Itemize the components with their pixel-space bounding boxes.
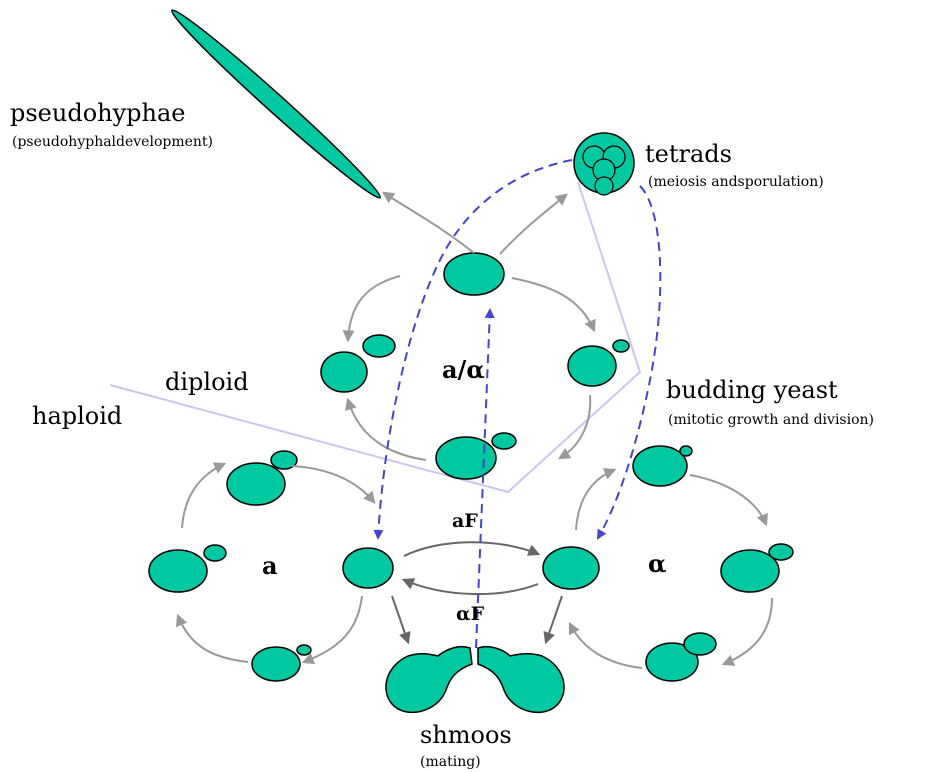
- mating-type-alpha-label: α: [648, 549, 666, 578]
- diploid-type-label: a/α: [442, 355, 485, 384]
- tetrads-sublabel: (meiosis andsporulation): [648, 174, 824, 190]
- haploid-a-cycle-arrows: [175, 462, 376, 665]
- haploid-label: haploid: [32, 402, 122, 430]
- tetrads-label: tetrads: [645, 140, 732, 168]
- pseudohyphae-label: pseudohyphae: [10, 99, 186, 127]
- ploidy-boundary-line: [109, 181, 642, 494]
- a-factor-label: aF: [452, 510, 478, 532]
- haploid-alpha-cell-right: [720, 543, 794, 593]
- shmoo-left: [385, 645, 473, 714]
- diploid-cell-right-budding: [567, 339, 630, 387]
- budding-yeast-label: budding yeast: [666, 376, 838, 404]
- transition-arrows: [373, 159, 662, 649]
- shmoos-sublabel: (mating): [420, 754, 481, 770]
- haploid-a-cell-bottom: [251, 644, 312, 682]
- diploid-cell-left-budding: [320, 334, 396, 393]
- tetrad-ascus: [573, 132, 635, 196]
- diploid-cell-bottom-budding: [435, 432, 517, 480]
- shmoos-label: shmoos: [420, 721, 512, 749]
- pseudohyphae-sublabel: (pseudohyphaldevelopment): [12, 134, 213, 150]
- diploid-cycle-arrows: [342, 191, 596, 461]
- shmoo-right: [477, 645, 565, 714]
- haploid-a-cell-right: [342, 547, 394, 589]
- haploid-alpha-cell-left: [542, 546, 600, 590]
- haploid-a-cell-top: [226, 450, 298, 506]
- alpha-factor-label: αF: [456, 603, 485, 625]
- pseudohyphae-cell: [171, 9, 381, 199]
- haploid-alpha-cycle-arrows: [568, 468, 773, 669]
- mating-type-a-label: a: [262, 551, 278, 580]
- pheromone-arrows: [391, 541, 563, 645]
- haploid-alpha-cell-bottom: [645, 632, 717, 682]
- diploid-label: diploid: [165, 368, 249, 396]
- haploid-alpha-cell-top: [632, 445, 693, 487]
- budding-yeast-sublabel: (mitotic growth and division): [668, 412, 874, 428]
- diploid-cell-top: [443, 252, 505, 296]
- haploid-a-cell-left: [148, 544, 227, 593]
